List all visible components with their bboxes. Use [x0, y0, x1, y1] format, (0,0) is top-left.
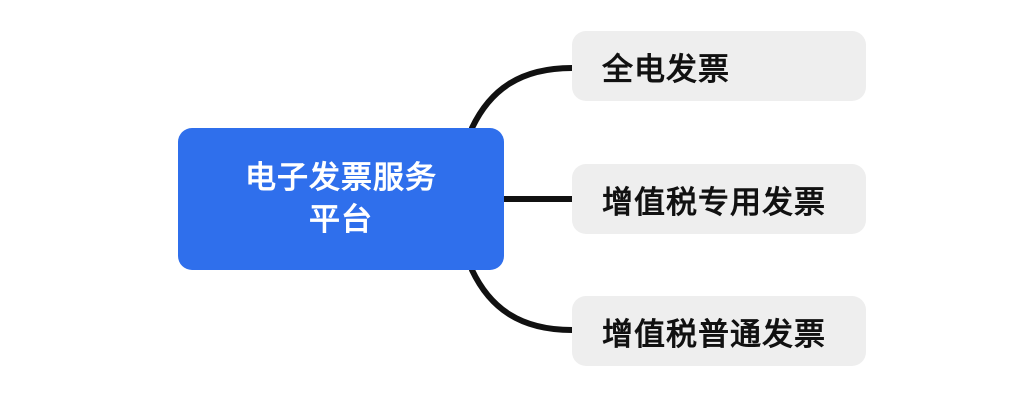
branch-node-label: 增值税普通发票 [602, 316, 826, 353]
root-label-line2: 平台 [309, 202, 373, 238]
root-node-label: 电子发票服务 平台 [245, 157, 437, 241]
branch-node-label: 增值税专用发票 [602, 184, 826, 221]
branch-node-full-electronic-invoice[interactable]: 全电发票 [572, 31, 866, 101]
root-node[interactable]: 电子发票服务 平台 [178, 128, 504, 270]
branch-node-label: 全电发票 [602, 51, 730, 88]
branch-node-vat-special-invoice[interactable]: 增值税专用发票 [572, 164, 866, 234]
connector-bottom [469, 267, 575, 333]
branch-node-vat-ordinary-invoice[interactable]: 增值税普通发票 [572, 296, 866, 366]
root-label-line1: 电子发票服务 [245, 160, 437, 196]
connector-top [469, 65, 575, 131]
